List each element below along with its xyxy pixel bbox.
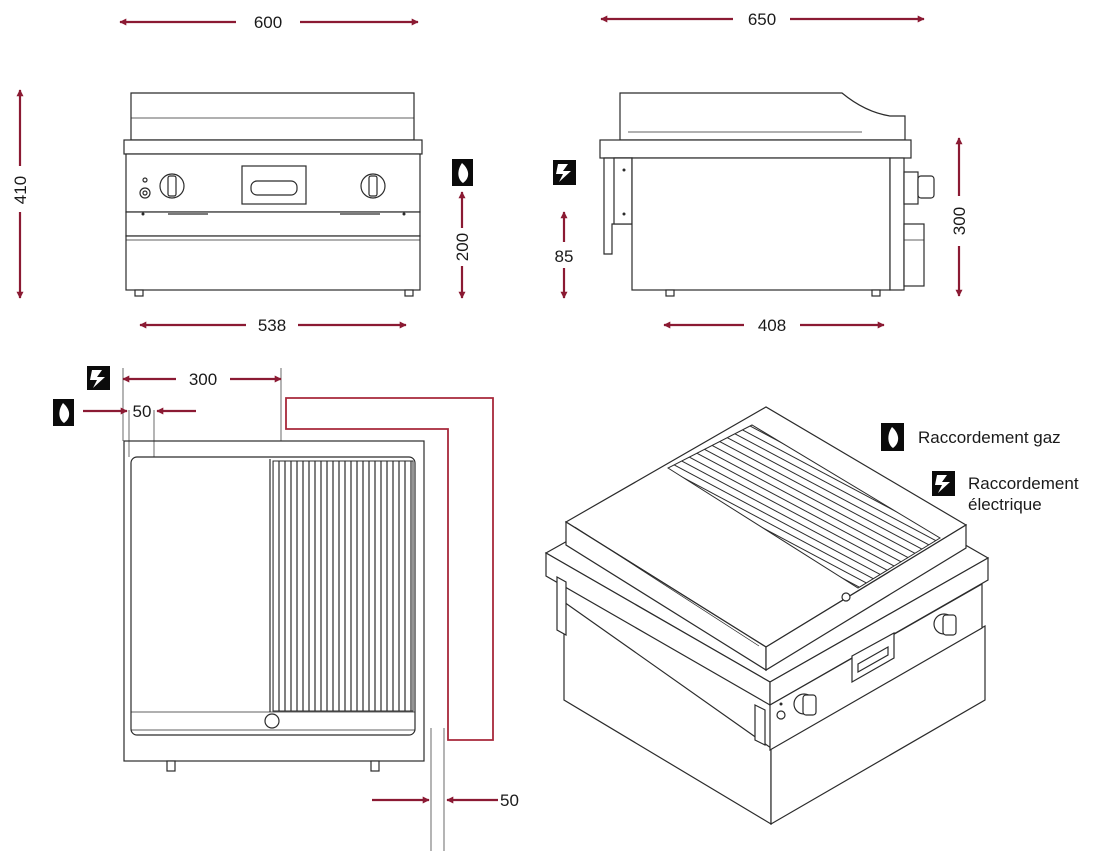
dim-top-elec-offset: 300: [189, 370, 217, 389]
clearance-outline: [285, 397, 494, 741]
legend-gas-label: Raccordement gaz: [918, 428, 1061, 447]
dim-top-gas-offset: 50: [133, 402, 152, 421]
electric-bolt-icon: [87, 366, 110, 390]
legend-elec-label-line1: Raccordement: [968, 474, 1079, 493]
legend-elec-label-line2: électrique: [968, 495, 1042, 514]
side-view: [599, 92, 935, 297]
front-view: [123, 92, 423, 297]
electric-bolt-icon: [553, 160, 576, 185]
dim-front-width: 600: [254, 13, 282, 32]
dim-front-base-width: 538: [258, 316, 286, 335]
legend: Raccordement gaz Raccordement électrique: [881, 423, 1079, 514]
dim-side-height: 300: [950, 207, 969, 235]
gas-flame-icon: [452, 159, 473, 186]
dim-bottom-clearance: 50: [500, 791, 519, 810]
dim-gas-height: 200: [453, 233, 472, 261]
dim-elec-height: 85: [555, 247, 574, 266]
gas-flame-icon: [53, 399, 74, 426]
dim-side-base-width: 408: [758, 316, 786, 335]
dimension-arrows: [16, 15, 963, 804]
top-view: [122, 368, 445, 851]
dim-side-depth: 650: [748, 10, 776, 29]
perspective-view: [544, 406, 990, 826]
electric-bolt-icon: [932, 471, 955, 496]
dim-front-height: 410: [11, 176, 30, 204]
gas-flame-icon: [881, 423, 904, 451]
